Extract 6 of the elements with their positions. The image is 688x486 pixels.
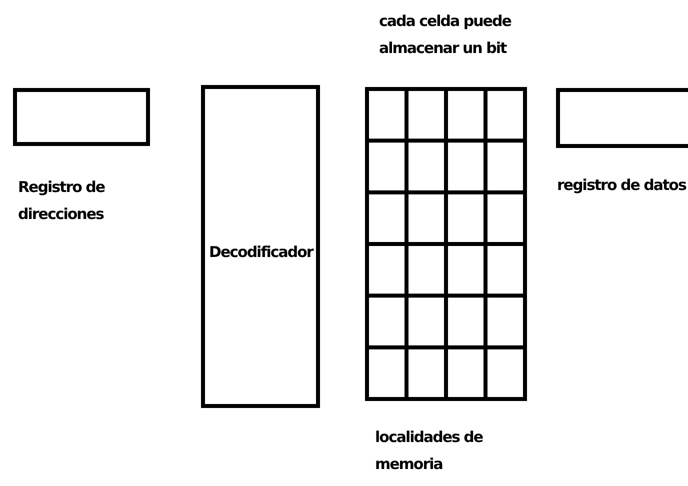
text-label: Decodificador: [209, 242, 314, 263]
decoder-box: [201, 85, 320, 408]
text-label: cada celda puede almacenar un bit: [379, 11, 512, 59]
text-label: localidades de memoria: [375, 427, 484, 475]
text-label: Registro de direcciones: [18, 177, 106, 225]
text-label: registro de datos: [557, 175, 688, 196]
